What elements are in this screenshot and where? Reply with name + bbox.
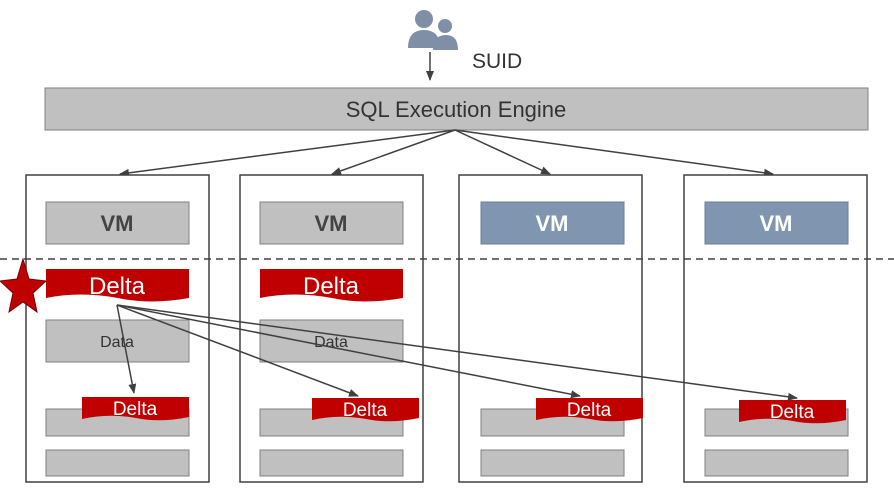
node-3-small-delta-label: Delta	[567, 400, 612, 421]
node-1-storage-box-b	[45, 449, 190, 477]
replication-arrow-3	[116, 304, 581, 399]
node-2-small-delta-label: Delta	[343, 400, 388, 421]
node-4: VM Delta	[683, 174, 868, 483]
node-3-vm-box	[480, 201, 625, 245]
node-1-small-delta-label: Delta	[113, 399, 158, 420]
engine-arrow-2	[331, 129, 456, 175]
node-2-delta-label: Delta	[303, 273, 360, 300]
node-4-vm-label: VM	[760, 211, 793, 236]
node-1-data-label: Data	[100, 334, 134, 351]
node-3-small-delta-box	[536, 398, 643, 422]
replication-arrow-4	[116, 304, 798, 401]
node-2-small-delta-box	[312, 398, 419, 422]
engine-arrow-3	[454, 129, 551, 175]
replication-arrows	[116, 304, 798, 401]
node-4-small-delta-box	[739, 400, 846, 424]
node-4-vm-box	[704, 201, 849, 245]
node-2-vm-label: VM	[315, 211, 348, 236]
node-2-delta-box	[260, 269, 403, 302]
node-1-vm-label: VM	[101, 211, 134, 236]
node-1-data-box	[45, 319, 190, 363]
node-1-delta-label: Delta	[89, 273, 146, 300]
node-2-storage-box-b	[259, 449, 404, 477]
engine-arrow-1	[119, 129, 456, 177]
users-icon	[408, 10, 458, 50]
engine-arrow-4	[454, 129, 774, 177]
node-3-vm-label: VM	[536, 211, 569, 236]
replication-arrow-1	[116, 304, 137, 394]
node-1-small-delta-box	[82, 397, 189, 421]
node-1-vm-box	[45, 201, 190, 245]
node-4-storage-box-b	[704, 449, 849, 477]
node-2-data-label: Data	[314, 334, 348, 351]
engine-to-node-arrows	[119, 129, 774, 177]
node-1: VM Delta Data Delta	[25, 174, 210, 483]
node-2: VM Delta Data Delta	[239, 174, 424, 483]
node-4-small-delta-label: Delta	[770, 402, 815, 423]
source-marker-star-icon	[0, 257, 48, 314]
node-1-delta-box	[46, 269, 189, 302]
sql-execution-engine-label: SQL Execution Engine	[346, 97, 567, 122]
replication-arrow-2	[116, 304, 359, 397]
user-label: SUID	[472, 50, 522, 73]
node-2-vm-box	[259, 201, 404, 245]
node-3: VM Delta	[458, 174, 643, 483]
node-3-storage-box-b	[480, 449, 625, 477]
